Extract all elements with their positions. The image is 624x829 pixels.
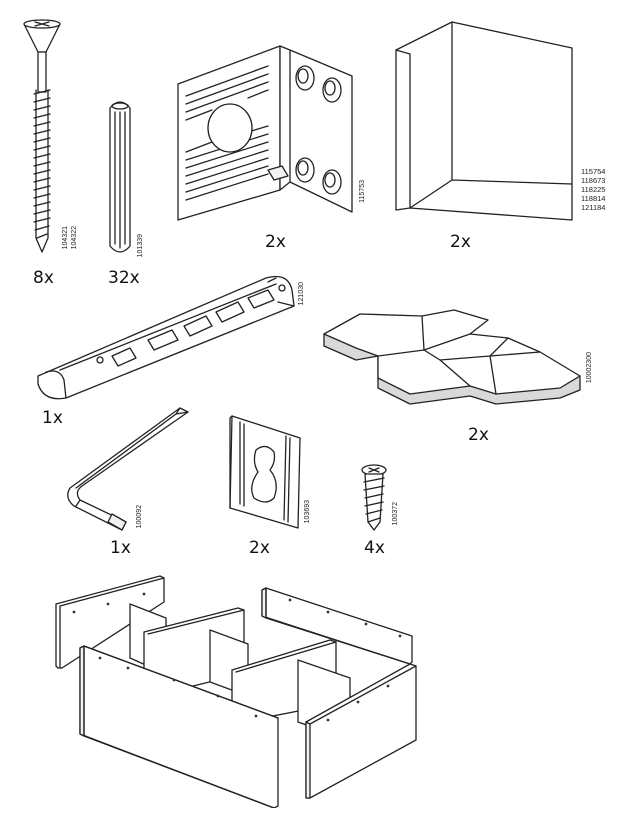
rail-part — [30, 272, 300, 402]
quantity-label: 2x — [265, 232, 286, 252]
cam-screw-part — [358, 462, 390, 532]
hexagon-board-icon — [323, 309, 581, 405]
assembled-frame-icon — [55, 575, 417, 808]
allen-key-part — [64, 402, 196, 532]
rail-icon — [37, 275, 295, 400]
screw-icon — [23, 19, 61, 253]
screw-part — [20, 18, 65, 258]
dowel-part — [104, 96, 136, 262]
part-code: 121184 — [581, 203, 606, 212]
part-code: 118673 — [581, 176, 606, 185]
part-code: 100372 — [392, 502, 399, 526]
quantity-label: 4x — [364, 538, 385, 558]
cam-screw-icon — [361, 464, 387, 531]
allen-key-icon — [67, 407, 189, 531]
corner-panel-part — [390, 20, 578, 222]
wall-plate-part — [222, 412, 306, 530]
part-code: 103693 — [304, 500, 311, 524]
corner-bracket-icon — [177, 45, 353, 221]
quantity-label: 1x — [110, 538, 131, 558]
corner-panel-icon — [395, 21, 573, 221]
wall-plate-icon — [229, 415, 301, 529]
part-code: 118225 — [581, 185, 606, 194]
quantity-label: 2x — [249, 538, 270, 558]
quantity-label: 2x — [450, 232, 471, 252]
quantity-label: 8x — [33, 268, 54, 288]
dowel-icon — [109, 101, 131, 253]
part-code: 100092 — [136, 505, 143, 529]
assembly-illustration — [48, 572, 418, 808]
part-code: 104321 — [62, 226, 69, 250]
quantity-label: 1x — [42, 408, 63, 428]
part-code: 10002300 — [586, 352, 593, 384]
part-code: 115753 — [359, 180, 366, 203]
corner-bracket-part — [172, 40, 357, 230]
part-code: 101339 — [137, 234, 144, 258]
part-code: 121030 — [298, 282, 305, 306]
part-code: 104322 — [71, 226, 78, 250]
hexagon-board-part — [320, 308, 584, 410]
quantity-label: 2x — [468, 425, 489, 445]
part-code: 115754 — [581, 167, 606, 176]
quantity-label: 32x — [108, 268, 140, 288]
part-code: 118814 — [581, 194, 606, 203]
